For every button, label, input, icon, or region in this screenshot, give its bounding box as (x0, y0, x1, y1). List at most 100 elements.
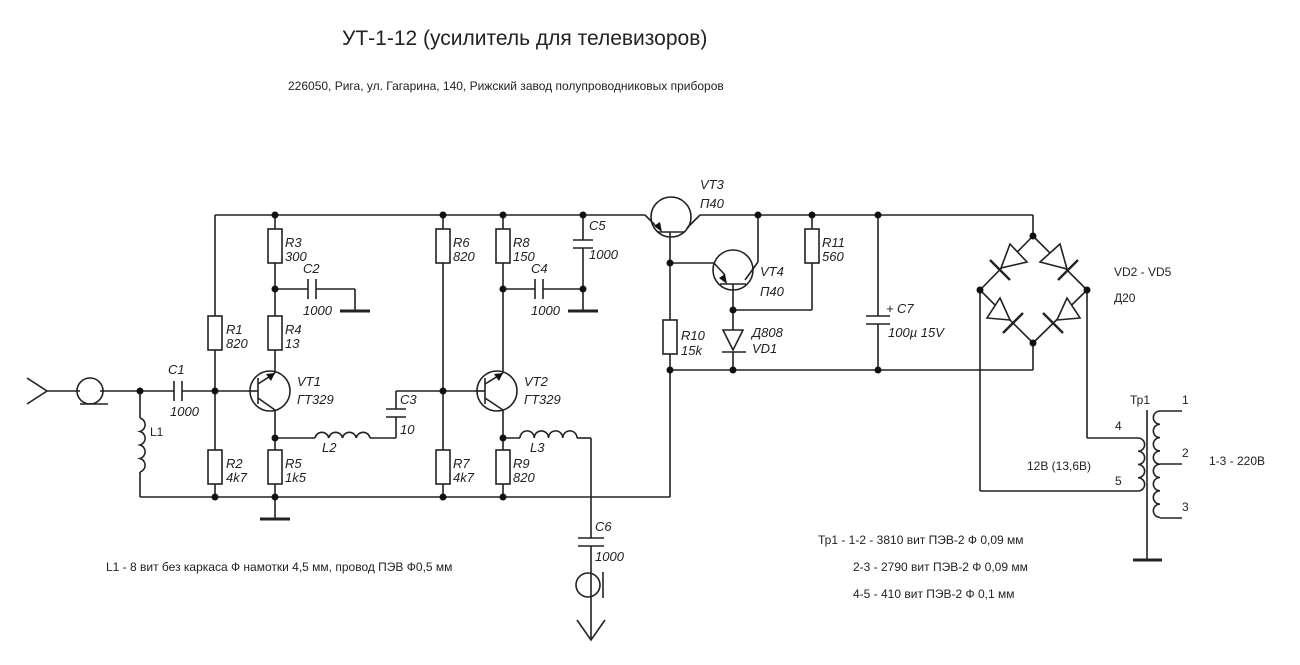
label-c1: C1 (168, 362, 185, 377)
value-r5: 1k5 (285, 470, 307, 485)
label-c3: C3 (400, 392, 417, 407)
note-tr1-line3: 4-5 - 410 вит ПЭВ-2 Ф 0,1 мм (853, 587, 1015, 601)
value-r9: 820 (513, 470, 535, 485)
polarity-c7: + (886, 301, 894, 316)
resistor-r10 (662, 319, 678, 355)
label-vt3: VT3 (700, 177, 725, 192)
value-r10: 15k (681, 343, 703, 358)
inductor-l1 (136, 417, 146, 473)
label-vt1: VT1 (297, 374, 321, 389)
type-bridge: Д20 (1114, 291, 1136, 305)
label-r2: R2 (226, 456, 243, 471)
value-r1: 820 (226, 336, 248, 351)
value-c7: 100µ 15V (888, 325, 945, 340)
type-vt1: ГТ329 (297, 392, 334, 407)
label-l3: L3 (530, 440, 545, 455)
resistor-r8 (495, 228, 511, 264)
label-r4: R4 (285, 322, 302, 337)
transistor-vt3 (644, 196, 701, 240)
value-c6: 1000 (595, 549, 625, 564)
label-c6: C6 (595, 519, 612, 534)
label-r7: R7 (453, 456, 470, 471)
pin-2: 2 (1182, 446, 1189, 460)
capacitor-c1 (173, 381, 183, 401)
label-r9: R9 (513, 456, 530, 471)
type-vt3: П40 (700, 196, 725, 211)
value-r3: 300 (285, 249, 307, 264)
note-l1: L1 - 8 вит без каркаса Ф намотки 4,5 мм,… (106, 560, 452, 574)
label-r6: R6 (453, 235, 470, 250)
label-l1: L1 (150, 425, 164, 439)
type-vd1: Д808 (750, 325, 784, 340)
value-c4: 1000 (531, 303, 561, 318)
label-r1: R1 (226, 322, 243, 337)
value-c5: 1000 (589, 247, 619, 262)
pin-3: 3 (1182, 500, 1189, 514)
label-r11: R11 (822, 235, 845, 250)
label-c7: C7 (897, 301, 914, 316)
capacitor-c2 (307, 279, 317, 299)
label-c5: C5 (589, 218, 606, 233)
schematic-title: УТ-1-12 (усилитель для телевизоров) (342, 27, 707, 50)
notes: L1 - 8 вит без каркаса Ф намотки 4,5 мм,… (106, 533, 1028, 601)
value-r4: 13 (285, 336, 300, 351)
resistor-r2 (207, 449, 223, 485)
label-c2: C2 (303, 261, 320, 276)
label-r5: R5 (285, 456, 302, 471)
pin-1: 1 (1182, 393, 1189, 407)
pin-5: 5 (1115, 474, 1122, 488)
capacitor-c6 (578, 537, 604, 547)
inductor-l2 (314, 431, 371, 439)
resistor-r9 (495, 449, 511, 485)
junction-dots (136, 211, 1091, 501)
resistor-r6 (435, 228, 451, 264)
schematic-subtitle: 226050, Рига, ул. Гагарина, 140, Рижский… (288, 79, 724, 93)
resistor-r5 (267, 449, 283, 485)
capacitor-c5 (573, 239, 593, 249)
tr1-secondary-label: 12В (13,6В) (1027, 459, 1091, 473)
component-labels: R1 820 R2 4k7 R3 300 R4 13 R5 1k5 R6 820… (150, 177, 1265, 564)
capacitor-c7 (866, 315, 890, 325)
diode-vd1 (721, 329, 746, 353)
inductor-l3 (519, 430, 578, 439)
resistors (207, 228, 820, 485)
value-r6: 820 (453, 249, 475, 264)
capacitor-c4 (534, 279, 544, 299)
input-connector (26, 377, 108, 405)
type-vt4: П40 (760, 284, 785, 299)
value-c2: 1000 (303, 303, 333, 318)
label-vt4: VT4 (760, 264, 784, 279)
inductors (136, 417, 578, 473)
label-c4: C4 (531, 261, 548, 276)
note-tr1-line1: Тр1 - 1-2 - 3810 вит ПЭВ-2 Ф 0,09 мм (818, 533, 1024, 547)
transistor-vt1 (248, 370, 291, 412)
value-r8: 150 (513, 249, 535, 264)
value-r7: 4k7 (453, 470, 475, 485)
resistor-r3 (267, 228, 283, 264)
output-connector (575, 572, 606, 642)
tr1-primary-label: 1-3 - 220В (1209, 454, 1265, 468)
label-vd1: VD1 (752, 341, 777, 356)
value-c3: 10 (400, 422, 415, 437)
resistor-r11 (804, 228, 820, 264)
type-vt2: ГТ329 (524, 392, 561, 407)
label-tr1: Тр1 (1130, 393, 1150, 407)
pin-4: 4 (1115, 419, 1122, 433)
value-r11: 560 (822, 249, 844, 264)
label-r8: R8 (513, 235, 530, 250)
wires (47, 214, 1182, 640)
label-bridge: VD2 - VD5 (1114, 265, 1172, 279)
note-tr1-line2: 2-3 - 2790 вит ПЭВ-2 Ф 0,09 мм (853, 560, 1028, 574)
label-vt2: VT2 (524, 374, 549, 389)
value-c1: 1000 (170, 404, 200, 419)
transistor-vt4 (712, 249, 759, 291)
resistor-r7 (435, 449, 451, 485)
label-r3: R3 (285, 235, 302, 250)
transformer-tr1 (1137, 410, 1161, 519)
resistor-r1 (207, 315, 223, 351)
label-l2: L2 (322, 440, 337, 455)
diode-bridge (979, 235, 1088, 344)
ground-symbols (260, 309, 1162, 562)
capacitors (173, 239, 890, 547)
